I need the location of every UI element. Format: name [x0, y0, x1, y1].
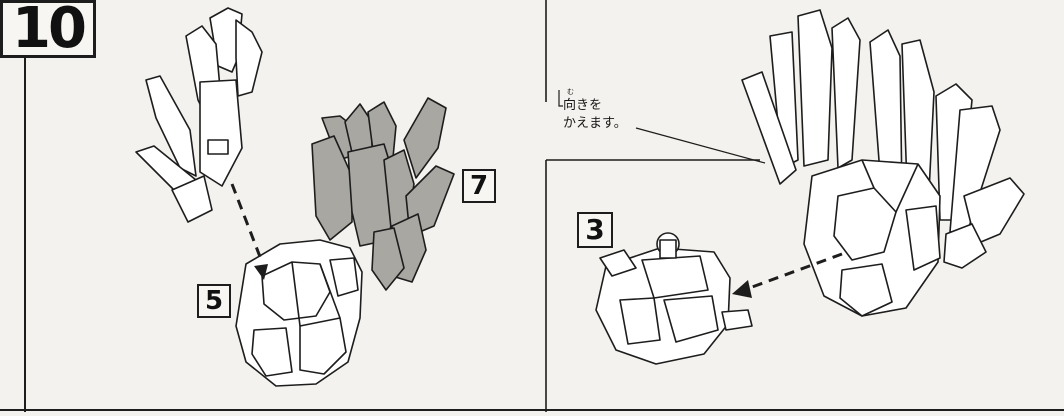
callout-line: [558, 90, 766, 164]
part-3-base: [595, 232, 753, 365]
assembly-arrow-right: [732, 252, 843, 298]
note-ruby: む: [567, 88, 574, 96]
part-5-body: [235, 239, 363, 387]
part-number-badge-5: 5: [197, 284, 231, 318]
note-line-2: かえます。: [563, 116, 627, 131]
step-number-label: 10: [0, 0, 96, 58]
assembly-arrow-left: [230, 183, 268, 280]
assembled-upper-body: [741, 9, 1025, 317]
wing-part-upper-left: [135, 7, 263, 223]
note-line-1: 向きを: [563, 98, 603, 113]
part-number-badge-7: 7: [462, 169, 496, 203]
part-7-fins: [311, 97, 455, 291]
rotation-note: む 向きを かえます。: [563, 88, 627, 133]
part-number-badge-3: 3: [577, 212, 613, 248]
